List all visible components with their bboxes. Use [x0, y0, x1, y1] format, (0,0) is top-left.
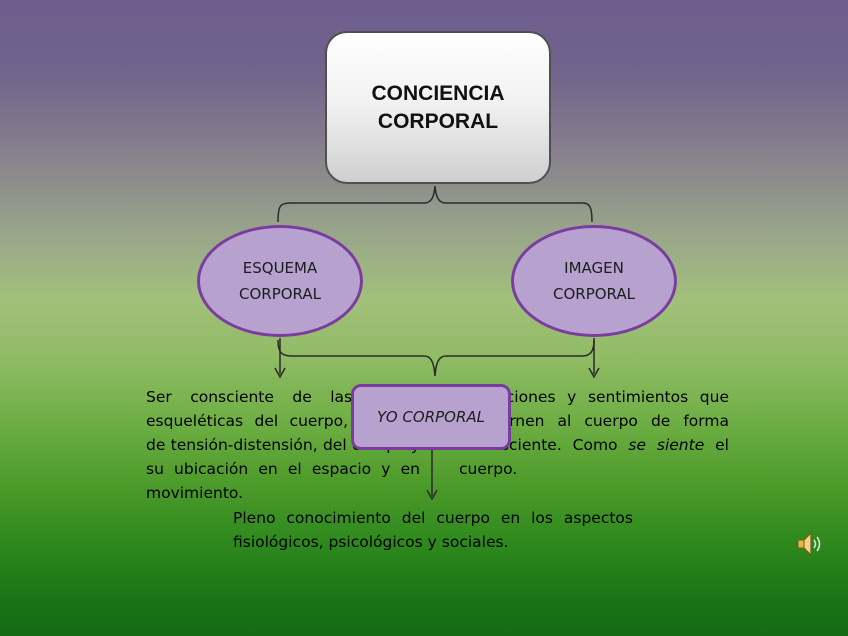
right-arrow-head [588, 367, 600, 379]
conciencia-corporal-box: CONCIENCIA CORPORAL [325, 31, 551, 184]
top-bracket [277, 185, 593, 223]
conciencia-corporal-label: CONCIENCIA CORPORAL [371, 81, 505, 133]
imagen-corporal-node: IMAGEN CORPORAL [511, 225, 677, 337]
center-arrow-head [426, 489, 438, 501]
left-arrow-head [274, 367, 286, 379]
yo-corporal-box: YO CORPORAL [351, 384, 511, 450]
bottom-bracket [277, 339, 595, 377]
imagen-corporal-label: IMAGEN CORPORAL [553, 259, 635, 303]
esquema-corporal-node: ESQUEMA CORPORAL [197, 225, 363, 337]
pleno-conocimiento-description: Pleno conocimiento del cuerpo en los asp… [233, 509, 633, 551]
yo-corporal-label: YO CORPORAL [376, 408, 486, 426]
esquema-corporal-label: ESQUEMA CORPORAL [239, 259, 321, 303]
imagen-description-end: el cuerpo. [459, 436, 729, 478]
speaker-icon[interactable] [795, 530, 825, 562]
imagen-description-emphasis: se siente [628, 436, 705, 454]
